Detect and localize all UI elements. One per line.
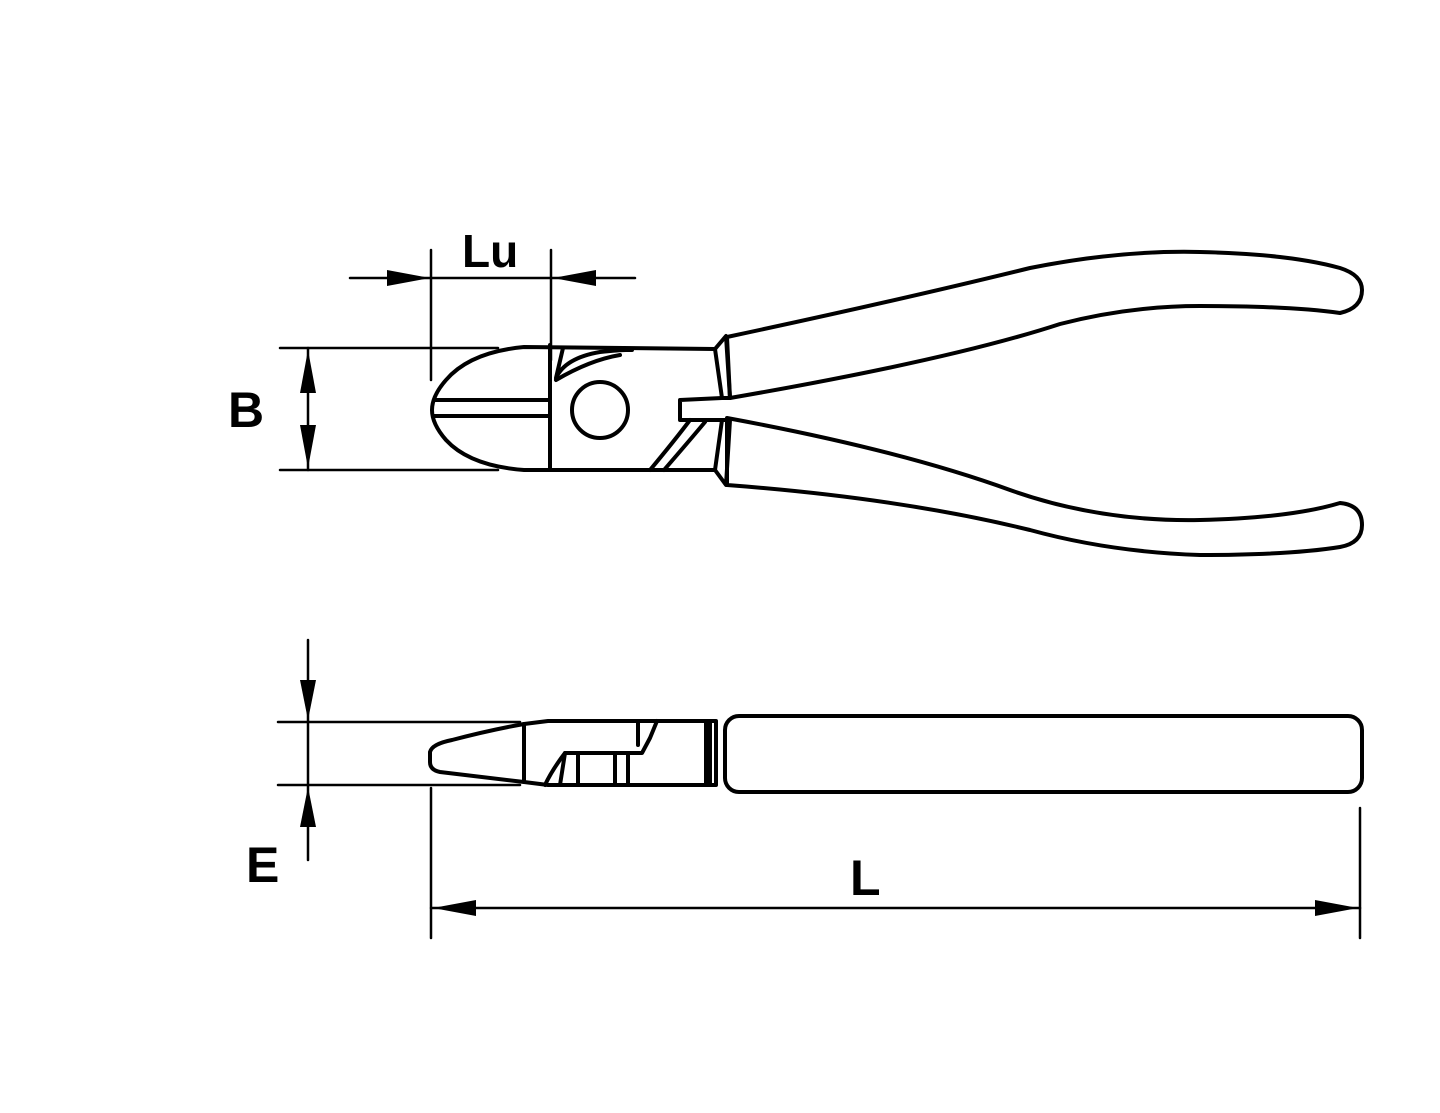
arrowheads [300,270,1358,916]
dimension-label-lu: Lu [462,225,519,277]
top-view-handle [723,714,1364,794]
dimension-lines [276,248,1362,940]
upper-handle [725,249,1364,400]
pivot-rivet [570,380,630,440]
lower-handle [725,416,1364,557]
dimension-label-e: E [246,837,280,893]
top-view-head [428,719,718,787]
pliers-head-outline [430,345,724,472]
dimension-label-b: B [228,382,265,438]
jaw-slot [432,398,552,418]
joint-curve-upper [554,346,634,380]
side-view [430,334,732,487]
top-view [428,714,1364,794]
dimension-label-l: L [850,850,881,906]
